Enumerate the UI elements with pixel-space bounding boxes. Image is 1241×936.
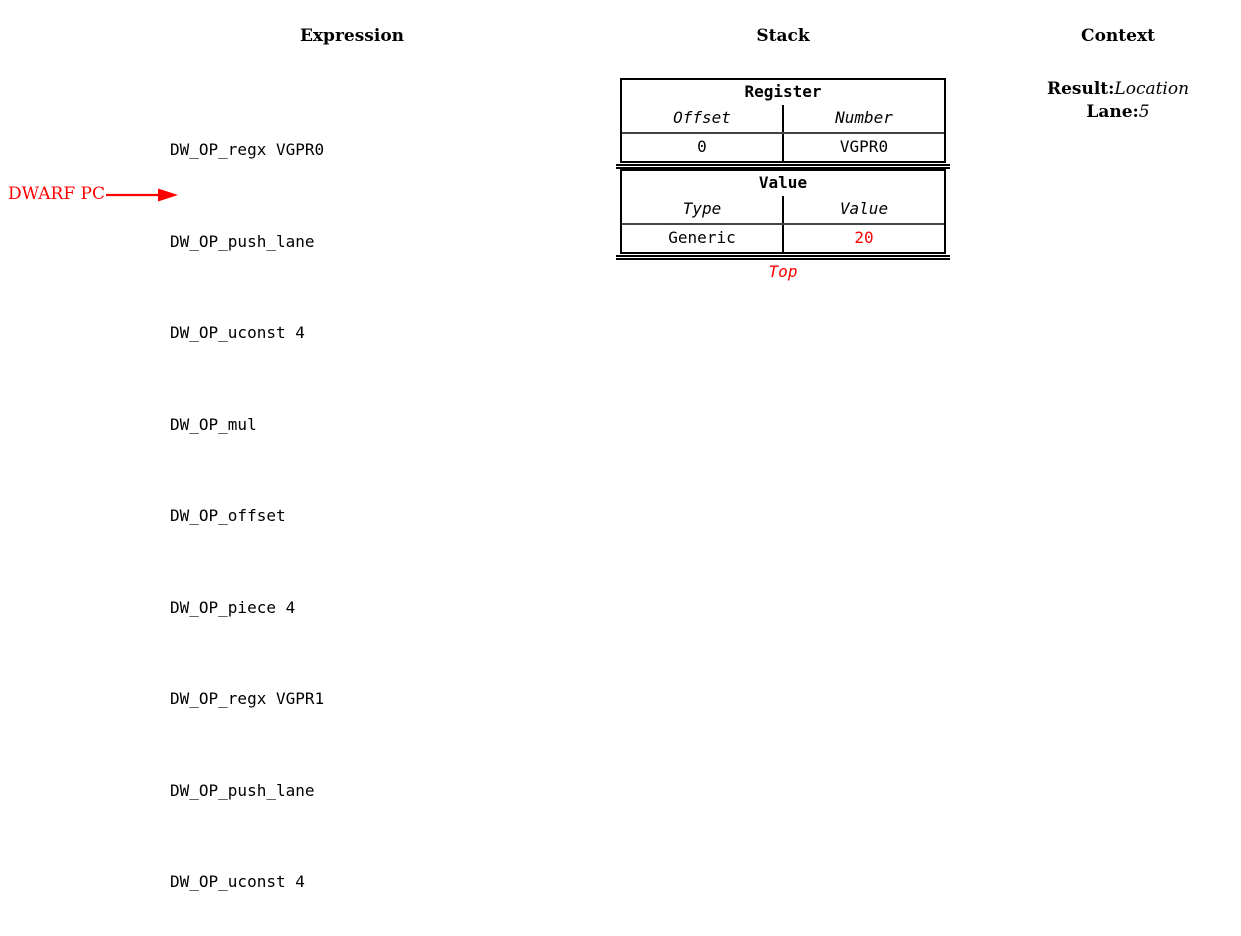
context-value: 5 [1138,102,1150,122]
context-key: Result: [1046,79,1115,99]
page-title-expression: Expression [299,26,405,46]
context-row-result: Result:Location [1047,78,1189,101]
stack-cell-value: 0 [622,133,784,161]
stack-top-label: Top [768,262,798,281]
arrow-right-icon [105,188,178,201]
expression-line: DW_OP_uconst 4 [170,323,305,342]
expression-line: DW_OP_push_lane [170,231,315,251]
expression-line: DW_OP_regx VGPR0 [170,140,325,159]
expression-line: DW_OP_piece 4 [170,597,296,617]
stack-entry-value: Value Type Value Generic 20 [620,169,946,254]
stack-bottom-rule [616,255,950,260]
expression-listing: DW_OP_regx VGPR0 DW_OP_push_lane DW_OP_u… [170,74,324,936]
stack-cell-value: VGPR0 [839,137,889,156]
expression-line-current-pc: DW_OP_offset [170,506,286,525]
stack-panel: Register Offset Number 0 VGPR0 Value Typ… [616,78,950,283]
stack-cell-type: Generic [622,224,784,252]
stack-column-header: Value [783,196,944,225]
dwarf-pc-label: DWARF PC [8,184,105,204]
stack-cell-value: 20 [854,228,874,247]
context-key: Lane: [1086,102,1139,122]
expression-line: DW_OP_regx VGPR1 [170,689,325,708]
stack-column-header: Offset [622,105,784,134]
context-row-lane: Lane:5 [1047,101,1189,124]
expression-line: DW_OP_uconst 4 [170,872,305,891]
context-panel: Result:Location Lane:5 [1047,78,1189,124]
stack-column-header: Number [783,105,944,134]
stack-separator-rule [616,164,950,169]
page-title-stack: Stack [756,26,810,46]
stack-entry-register: Register Offset Number 0 VGPR0 [620,78,946,163]
expression-line: DW_OP_push_lane [170,780,315,800]
stack-entry-title: Value [758,173,808,192]
context-value: Location [1114,79,1190,99]
expression-line: DW_OP_mul [170,414,257,434]
stack-column-header: Type [622,196,784,225]
dwarf-pc-marker: DWARF PC [8,182,181,206]
page-title-context: Context [1081,26,1155,46]
stack-entry-title: Register [744,82,822,101]
